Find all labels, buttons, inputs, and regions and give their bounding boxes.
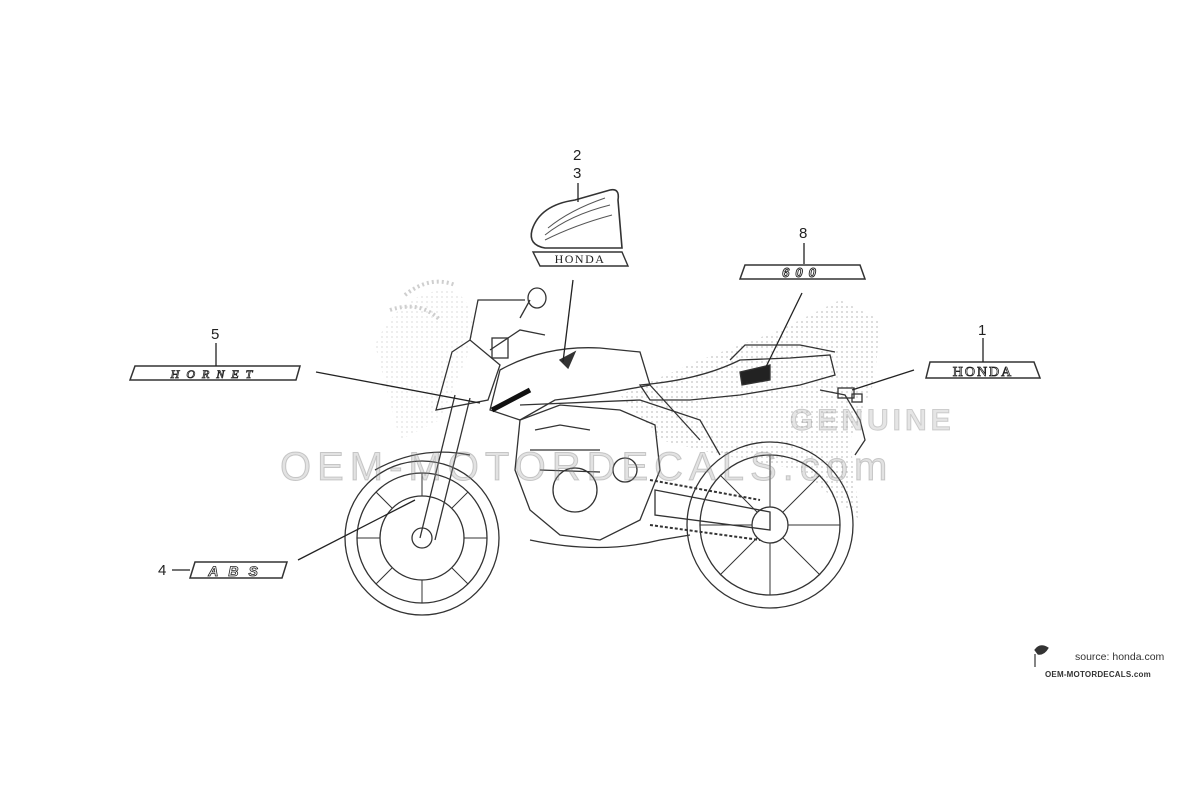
decal-600-text: 600 <box>782 265 822 280</box>
motorcycle-drawing <box>344 287 866 616</box>
source-credit: source: honda.com <box>1075 651 1165 663</box>
callout-5: 5 <box>211 326 220 343</box>
watermark-text: OEM-MOTORDECALS.com <box>280 445 894 490</box>
source-logo-icon <box>1034 645 1049 667</box>
decal-honda-tail-text: HONDA <box>953 365 1014 380</box>
callout-1: 1 <box>978 322 987 339</box>
brand-footer: OEM-MOTORDECALS.com <box>1045 670 1151 679</box>
callout-4: 4 <box>158 562 167 579</box>
dotted-background <box>375 279 880 520</box>
leader-lines <box>172 183 984 571</box>
decal-hornet-text: HORNET <box>170 367 260 381</box>
decal-honda-tank-text: HONDA <box>555 252 606 266</box>
callout-8: 8 <box>799 225 808 242</box>
decal-600: 600 <box>738 264 867 280</box>
decal-hornet: HORNET <box>128 365 301 381</box>
decal-abs-text: ABS <box>207 563 268 579</box>
callout-2: 2 <box>573 147 582 164</box>
watermark-genuine: GENUINE <box>790 404 955 438</box>
decal-wing-honda: HONDA <box>530 188 630 267</box>
callout-3: 3 <box>573 165 582 182</box>
decal-abs: ABS <box>188 561 289 579</box>
decal-honda-tail: HONDA <box>925 361 1042 380</box>
